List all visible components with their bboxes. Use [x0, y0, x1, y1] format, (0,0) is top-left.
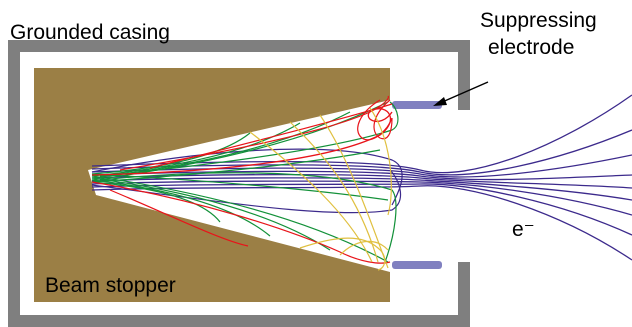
beam-stopper-label: Beam stopper	[45, 274, 176, 297]
trajectory-line	[91, 181, 391, 264]
trajectory-line	[91, 132, 251, 175]
trajectory-line	[91, 173, 632, 189]
trajectory-line	[91, 170, 632, 181]
grounded-casing-label: Grounded casing	[10, 21, 170, 44]
annotation-arrow	[433, 81, 489, 106]
trajectory-line	[91, 122, 301, 177]
trajectory-line	[91, 149, 381, 183]
trajectory-line	[91, 180, 632, 216]
electron-label: e⁻	[512, 218, 535, 241]
trajectory-line	[91, 179, 271, 237]
electron-trajectories	[91, 94, 632, 271]
trajectory-line	[91, 154, 632, 178]
trajectory-line	[299, 237, 386, 271]
trajectory-line	[339, 240, 389, 256]
suppressing-electrode-bottom	[392, 261, 442, 269]
trajectory-line	[91, 183, 632, 236]
trajectory-line	[99, 101, 399, 177]
trajectory-line	[289, 121, 379, 263]
suppressing-electrode-label-line2: electrode	[488, 36, 574, 59]
trajectory-line	[91, 148, 403, 206]
trajectory-line	[249, 131, 373, 263]
trajectory-line	[91, 177, 331, 251]
suppressing-electrode-top	[392, 101, 442, 109]
trajectory-line	[91, 185, 632, 261]
trajectory-line	[373, 99, 393, 140]
trajectory-line	[91, 175, 389, 263]
trajectory-line	[91, 181, 221, 223]
trajectory-line	[369, 107, 392, 216]
beam-stopper	[34, 68, 390, 302]
trajectory-line	[357, 99, 393, 141]
trajectory-line	[99, 172, 397, 263]
suppressing-electrode-label-line1: Suppressing	[480, 9, 597, 32]
trajectory-line	[109, 189, 249, 247]
trajectory-line	[91, 177, 632, 201]
